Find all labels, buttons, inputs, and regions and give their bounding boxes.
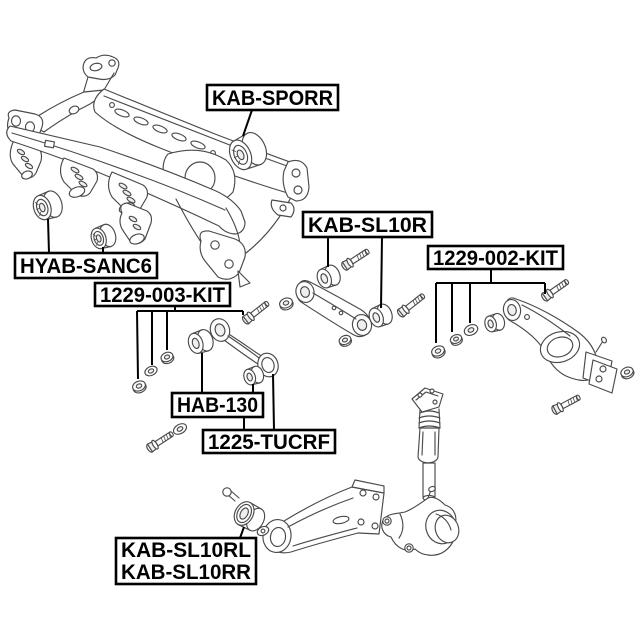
shock-absorber-drawing: [411, 387, 444, 502]
trailing-arm-drawing: [262, 479, 385, 554]
label-1225-tucrf[interactable]: 1225-TUCRF: [201, 428, 337, 455]
nut-lower-arm-drawing: [620, 366, 635, 380]
knuckle-hub-drawing: [381, 485, 460, 556]
label-kab-sl10rl-rr[interactable]: KAB-SL10RL KAB-SL10RR: [114, 536, 258, 586]
label-1225-tucrf-text: 1225-TUCRF: [208, 431, 330, 454]
label-1229-002-kit[interactable]: 1229-002-KIT: [426, 244, 565, 271]
bolt-trailing-lower-drawing: [146, 431, 174, 453]
bolt-upper-arm-inner-drawing: [341, 248, 370, 271]
label-kab-sl10r[interactable]: KAB-SL10R: [301, 210, 434, 239]
label-kab-sporr-box: [205, 83, 340, 112]
labels: KAB-SPORR KAB-SL10R 1229-002-KIT HYAB-SA…: [13, 83, 565, 586]
nut-upper-arm-drawing: [338, 334, 353, 347]
label-kab-sporr-text: KAB-SPORR: [212, 87, 333, 110]
leader-1229-003-kit: [136, 305, 244, 380]
label-1229-003-kit-box: [93, 281, 232, 308]
leader-kab-sl10rl: [239, 526, 245, 539]
bushing-kab-sl10rl-drawing: [222, 487, 270, 537]
nut-1229-003-b-drawing: [160, 351, 175, 365]
washer-trailing-drawing: [172, 423, 188, 435]
washer-1229-002-drawing: [463, 324, 479, 336]
rear-subframe-crossmember-drawing: [6, 54, 310, 288]
bushing-kab-sporr-drawing: [228, 132, 268, 171]
label-hyab-sanc6-box: [13, 251, 159, 280]
leader-hab-130: [201, 353, 254, 430]
upper-control-arm-drawing: [295, 280, 373, 338]
label-1229-002-kit-box: [426, 244, 565, 271]
label-kab-sl10rr-text: KAB-SL10RR: [121, 561, 251, 584]
washer-1229-003-drawing: [144, 365, 158, 377]
label-1229-003-kit[interactable]: 1229-003-KIT: [93, 281, 232, 308]
label-hyab-sanc6-text: HYAB-SANC6: [20, 255, 152, 278]
nut-1229-002-b-drawing: [449, 333, 463, 346]
bolt-lower-arm-drawing: [551, 394, 581, 415]
label-1229-002-kit-text: 1229-002-KIT: [433, 247, 558, 270]
bolt-1229-003-kit-drawing: [241, 300, 270, 325]
label-kab-sl10r-box: [301, 210, 434, 239]
lower-control-arm-drawing: [502, 297, 618, 394]
bushing-kab-sl10r-floating-drawing: [316, 264, 341, 289]
leader-1225-tucrf: [272, 373, 275, 431]
bushing-hyab-sanc6-front-drawing: [32, 190, 63, 221]
label-kab-sl10rl-text: KAB-SL10RL: [121, 539, 251, 562]
label-kab-sl10r-text: KAB-SL10R: [308, 214, 427, 237]
nut-1229-003-a-drawing: [132, 380, 147, 394]
label-1229-003-kit-text: 1229-003-KIT: [100, 284, 225, 307]
label-kab-sl10rl-rr-box: [114, 536, 258, 586]
nut-tension-rod-drawing: [279, 297, 294, 311]
label-hab-130[interactable]: HAB-130: [170, 391, 265, 419]
track-control-rod-drawing: [209, 318, 279, 378]
bushing-hyab-sanc6-rear-drawing: [90, 223, 117, 250]
bushing-hab-130-drawing: [187, 329, 214, 354]
bushing-lower-arm-drawing: [484, 312, 506, 333]
label-hyab-sanc6[interactable]: HYAB-SANC6: [13, 251, 159, 280]
label-1225-tucrf-box: [201, 428, 337, 455]
label-hab-130-text: HAB-130: [177, 394, 258, 417]
bolt-upper-arm-outer-drawing: [396, 293, 426, 318]
leader-1229-002-kit: [435, 269, 546, 343]
nut-1229-002-a-drawing: [431, 345, 446, 359]
leader-kab-sl10r: [327, 236, 383, 309]
label-kab-sporr[interactable]: KAB-SPORR: [205, 83, 340, 112]
label-hab-130-box: [170, 391, 265, 419]
leader-kab-sporr: [242, 109, 253, 137]
